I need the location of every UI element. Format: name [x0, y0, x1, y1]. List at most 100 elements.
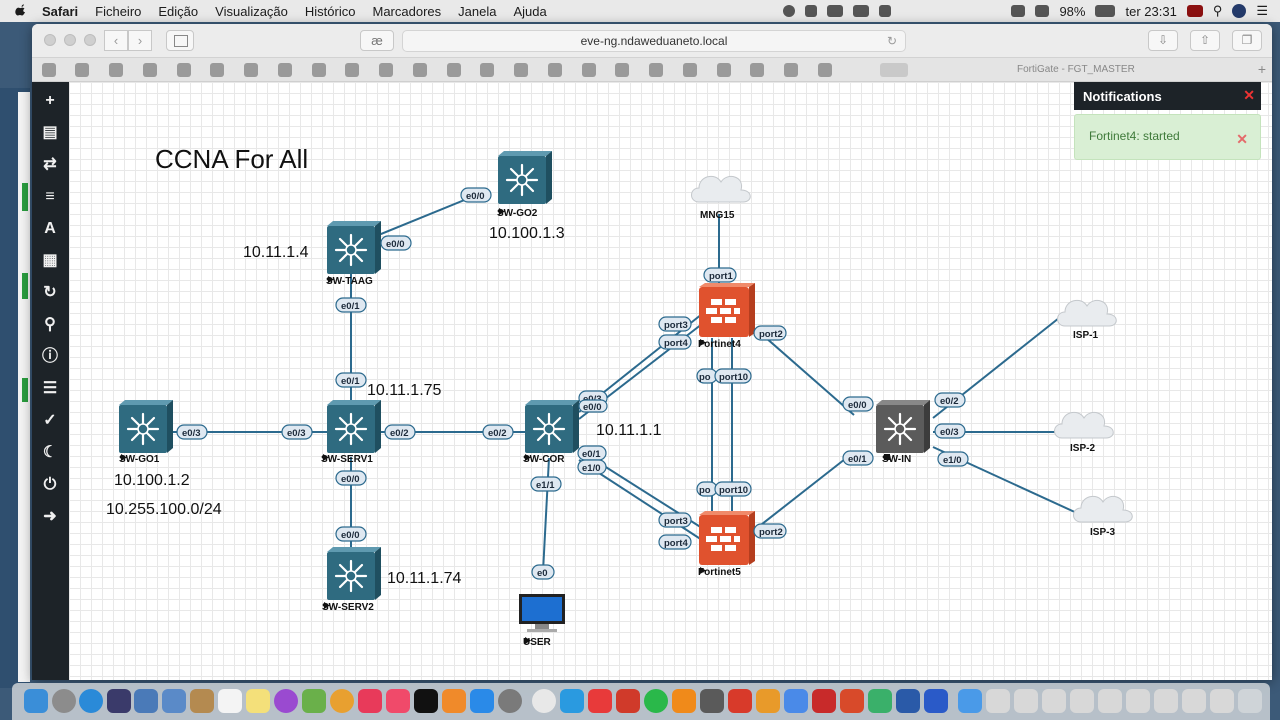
- wifi-icon[interactable]: [1011, 5, 1026, 17]
- cloud-node-icon[interactable]: [691, 175, 751, 203]
- app-icon[interactable]: [616, 689, 640, 713]
- app-icon[interactable]: [784, 689, 808, 713]
- port-tag[interactable]: e0/1: [341, 376, 360, 387]
- shield-icon[interactable]: [879, 5, 892, 17]
- cloud-node-icon[interactable]: [1054, 411, 1114, 439]
- port-tag[interactable]: e0/2: [488, 428, 507, 439]
- spotlight-icon[interactable]: ⚲: [1212, 3, 1223, 18]
- zoom-window-button[interactable]: [84, 34, 96, 46]
- bookmark-icon[interactable]: [683, 63, 697, 77]
- safari-icon[interactable]: [79, 689, 103, 713]
- bookmark-icon[interactable]: [480, 63, 494, 77]
- port-tag[interactable]: po: [699, 485, 711, 496]
- app-icon[interactable]: [728, 689, 752, 713]
- port-tag[interactable]: port10: [719, 372, 748, 383]
- port-tag[interactable]: port3: [664, 320, 688, 331]
- app-icon[interactable]: [896, 689, 920, 713]
- screen-icon[interactable]: [827, 5, 844, 17]
- photos-icon[interactable]: [330, 689, 354, 713]
- document-icon[interactable]: [1210, 689, 1234, 713]
- topology-canvas[interactable]: SW-GO2 SW-TAAG SW-GO1 SW-SERV1 SW-SERV2 …: [69, 82, 1272, 680]
- siri-icon[interactable]: [1232, 4, 1247, 18]
- node-label[interactable]: MNG15: [700, 210, 735, 221]
- document-icon[interactable]: [1014, 689, 1038, 713]
- switch-node-icon[interactable]: [874, 398, 932, 455]
- port-tag[interactable]: port1: [709, 271, 733, 282]
- app-icon[interactable]: [588, 689, 612, 713]
- firewall-node-icon[interactable]: [699, 511, 755, 565]
- chrome-icon[interactable]: [532, 689, 556, 713]
- tab-title[interactable]: FortiGate - FGT_MASTER: [1017, 64, 1135, 75]
- node-label[interactable]: Fortinet5: [698, 567, 741, 578]
- app-icon[interactable]: [868, 689, 892, 713]
- music-icon[interactable]: [386, 689, 410, 713]
- trash-icon[interactable]: [1238, 689, 1262, 713]
- bookmark-icon[interactable]: [210, 63, 224, 77]
- notes-icon[interactable]: [246, 689, 270, 713]
- startup-configs-icon[interactable]: ≡: [45, 188, 55, 205]
- port-tag[interactable]: e0/0: [583, 402, 602, 413]
- pc-node-icon[interactable]: [519, 594, 565, 632]
- node-label[interactable]: SW-SERV1: [321, 454, 373, 465]
- podcasts-icon[interactable]: [274, 689, 298, 713]
- share-button[interactable]: ⇧: [1190, 30, 1220, 51]
- record-icon[interactable]: [783, 5, 796, 17]
- bookmark-icon[interactable]: [345, 63, 359, 77]
- bookmark-icon[interactable]: [278, 63, 292, 77]
- bookmark-icon[interactable]: [413, 63, 427, 77]
- app-icon[interactable]: [302, 689, 326, 713]
- downloads-button[interactable]: ⇩: [1148, 30, 1178, 51]
- port-tag[interactable]: port2: [759, 329, 783, 340]
- node-label[interactable]: SW-SERV2: [322, 602, 374, 613]
- app-store-icon[interactable]: [470, 689, 494, 713]
- pdf-icon[interactable]: [812, 689, 836, 713]
- app-icon[interactable]: [756, 689, 780, 713]
- node-label[interactable]: SW-COR: [523, 454, 565, 465]
- document-icon[interactable]: [1070, 689, 1094, 713]
- bookmark-icon[interactable]: [615, 63, 629, 77]
- bookmark-icon[interactable]: [75, 63, 89, 77]
- node-label[interactable]: USER: [523, 637, 552, 648]
- extension-icon[interactable]: æ: [360, 30, 394, 51]
- bookmark-icon[interactable]: [143, 63, 157, 77]
- forward-button[interactable]: ›: [128, 30, 152, 51]
- menu-help[interactable]: Ajuda: [513, 3, 547, 19]
- menu-history[interactable]: Histórico: [304, 3, 356, 19]
- switch-node-icon[interactable]: [325, 219, 383, 276]
- flag-icon[interactable]: [1186, 5, 1203, 17]
- power-icon[interactable]: ⏻: [43, 476, 57, 493]
- bookmark-icon[interactable]: [109, 63, 123, 77]
- node-label[interactable]: ISP-3: [1090, 527, 1115, 538]
- port-tag[interactable]: port10: [719, 485, 748, 496]
- bookmark-icon[interactable]: [784, 63, 798, 77]
- app-icon[interactable]: [358, 689, 382, 713]
- node-label[interactable]: SW-GO2: [497, 208, 538, 219]
- apple-icon[interactable]: [14, 4, 28, 18]
- port-tag[interactable]: port3: [664, 516, 688, 527]
- airplay-icon[interactable]: [1035, 5, 1050, 17]
- sidebar-toggle-button[interactable]: [166, 30, 194, 51]
- node-label[interactable]: SW-GO1: [119, 454, 160, 465]
- firewall-node-icon[interactable]: [699, 283, 755, 337]
- app-icon[interactable]: [700, 689, 724, 713]
- refresh-icon[interactable]: ↻: [43, 284, 57, 301]
- app-icon[interactable]: [162, 689, 186, 713]
- bookmark-icon[interactable]: [42, 63, 56, 77]
- port-tag[interactable]: e0/3: [940, 427, 959, 438]
- node-label[interactable]: Fortinet4: [698, 339, 741, 350]
- finder-icon[interactable]: [24, 689, 48, 713]
- port-tag[interactable]: port2: [759, 527, 783, 538]
- app-icon[interactable]: [107, 689, 131, 713]
- menu-file[interactable]: Ficheiro: [95, 3, 142, 19]
- port-tag[interactable]: po: [699, 372, 711, 383]
- port-tag[interactable]: e0/0: [341, 530, 360, 541]
- node-label[interactable]: SW-TAAG: [326, 276, 373, 287]
- menu-bookmarks[interactable]: Marcadores: [372, 3, 442, 19]
- launchpad-icon[interactable]: [52, 689, 76, 713]
- node-label[interactable]: SW-IN: [882, 454, 911, 465]
- whatsapp-icon[interactable]: [644, 689, 668, 713]
- port-tag[interactable]: e0/0: [386, 239, 405, 250]
- port-tag[interactable]: e0/0: [848, 400, 867, 411]
- books-icon[interactable]: [442, 689, 466, 713]
- node-label[interactable]: ISP-1: [1073, 330, 1098, 341]
